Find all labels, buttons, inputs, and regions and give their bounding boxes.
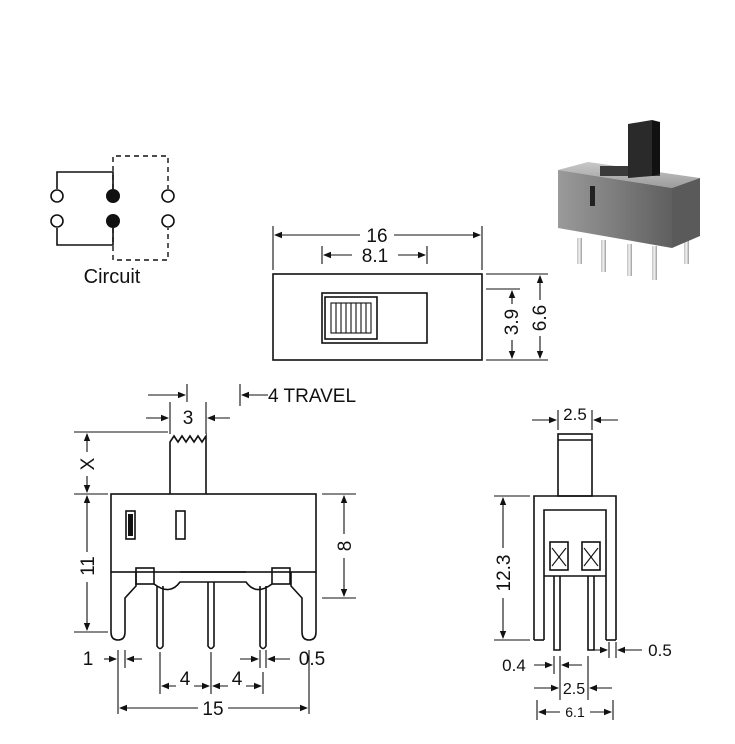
dim-body-height: 11 xyxy=(78,556,99,576)
front-view-pin xyxy=(156,586,164,650)
dim-side-overall-width: 6.1 xyxy=(565,704,585,720)
dim-pin-pitch-1: 4 xyxy=(180,669,191,690)
circuit-wire xyxy=(56,228,114,246)
front-view: 3 4 TRAVEL X 11 8 1 0.5 xyxy=(74,384,356,720)
circuit-wire xyxy=(56,171,114,189)
terminal-open xyxy=(50,214,64,228)
dim-edge-offset: 1 xyxy=(83,649,94,670)
side-view-contact xyxy=(581,541,601,571)
terminal-open xyxy=(50,189,64,203)
dim-actuator-x: X xyxy=(78,457,99,470)
front-view-slot xyxy=(175,510,186,540)
side-view-housing xyxy=(533,495,617,640)
top-view-body xyxy=(272,273,483,361)
side-view-contact xyxy=(549,541,569,571)
photo-actuator-side xyxy=(652,120,660,176)
top-view-actuator xyxy=(324,296,378,340)
dim-travel: 4 TRAVEL xyxy=(268,386,356,407)
dim-window-length: 8.1 xyxy=(362,246,388,267)
dim-side-body-height: 12.3 xyxy=(494,555,515,592)
photo-slot xyxy=(590,186,595,206)
dim-pin-pitch-2: 4 xyxy=(232,669,243,690)
circuit-dashed-wire xyxy=(112,228,169,261)
circuit-label: Circuit xyxy=(84,266,141,288)
front-view-housing xyxy=(110,493,317,573)
top-view-window xyxy=(321,292,428,344)
front-view-pin xyxy=(207,582,215,650)
dim-front-actuator-width: 3 xyxy=(183,408,194,429)
photo-pin xyxy=(652,246,657,280)
circuit-dashed-wire xyxy=(112,155,169,189)
front-view-slot xyxy=(125,510,136,540)
side-view-actuator xyxy=(557,433,593,497)
terminal-open xyxy=(161,189,175,203)
dim-front-lead-thickness: 0.5 xyxy=(299,649,325,670)
photo-pin xyxy=(684,232,689,264)
side-view: 2.5 12.3 0.5 0.4 2.5 6.1 xyxy=(493,405,672,720)
side-view-pin xyxy=(587,576,595,651)
front-view-base xyxy=(110,572,137,641)
circuit-diagram: Circuit xyxy=(50,155,175,288)
photo-body-side xyxy=(672,178,700,248)
dim-housing-height: 8 xyxy=(335,541,356,552)
dim-front-overall-length: 15 xyxy=(202,699,223,720)
dim-overall-length: 16 xyxy=(366,226,387,247)
side-view-pin xyxy=(553,576,561,651)
dim-overall-width: 6.6 xyxy=(530,305,551,331)
terminal-open xyxy=(161,214,175,228)
terminal-closed xyxy=(106,214,120,228)
photo-actuator xyxy=(628,120,652,178)
photo-pin xyxy=(627,244,632,276)
photo-pin xyxy=(601,240,606,272)
photo-body-front xyxy=(558,170,672,248)
front-view-pin xyxy=(259,586,267,650)
photo-pin xyxy=(577,238,582,264)
dim-side-pin-pitch: 2.5 xyxy=(563,681,585,698)
product-photo xyxy=(558,120,700,280)
dim-side-lead-thickness: 0.5 xyxy=(648,641,672,660)
terminal-closed xyxy=(106,189,120,203)
front-view-slot xyxy=(128,514,133,536)
dim-side-actuator-width: 2.5 xyxy=(563,405,587,424)
dim-side-lead-offset: 0.4 xyxy=(502,656,526,675)
dim-actuator-height: 3.9 xyxy=(502,309,523,335)
front-view-actuator xyxy=(169,433,207,494)
top-view: 16 8.1 3.9 6.6 xyxy=(272,224,551,361)
